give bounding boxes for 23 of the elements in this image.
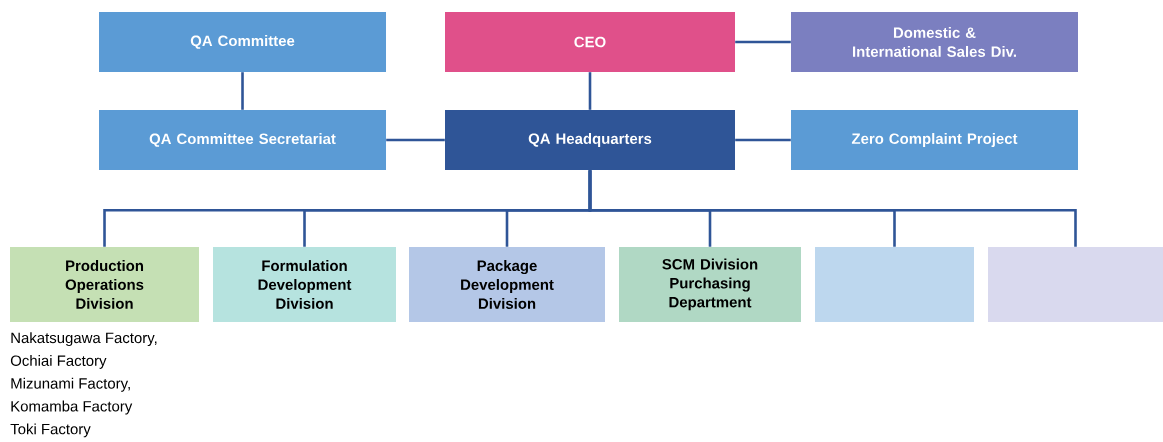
org-box: QA Committee: [99, 12, 386, 72]
connector-line: [588, 170, 1077, 247]
org-box: CEO: [445, 12, 735, 72]
connector-line: [386, 138, 445, 142]
factory-label: Komamba Factory: [11, 400, 133, 415]
org-box: Production Operations Division: [10, 247, 199, 322]
org-box: QA Committee Secretariat: [99, 110, 386, 170]
org-box: Zero Complaint Project: [791, 110, 1078, 170]
connector-line: [735, 40, 791, 44]
empty-box: [988, 247, 1163, 322]
connector-line: [588, 72, 592, 110]
factory-label: Mizunami Factory,: [11, 377, 130, 392]
org-box: Formulation Development Division: [213, 247, 396, 322]
factory-label: Toki Factory: [10, 423, 91, 438]
factory-label: Ochiai Factory: [10, 355, 107, 369]
empty-box: [815, 247, 974, 322]
org-box: Domestic & International Sales Div.: [791, 12, 1078, 72]
connector-line: [241, 72, 244, 110]
org-box: SCM Division Purchasing Department: [619, 247, 801, 322]
connector-line: [735, 138, 791, 142]
factory-label: Nakatsugawa Factory,: [11, 332, 157, 347]
org-box: QA Headquarters: [445, 110, 735, 170]
org-box: Package Development Division: [409, 247, 605, 322]
